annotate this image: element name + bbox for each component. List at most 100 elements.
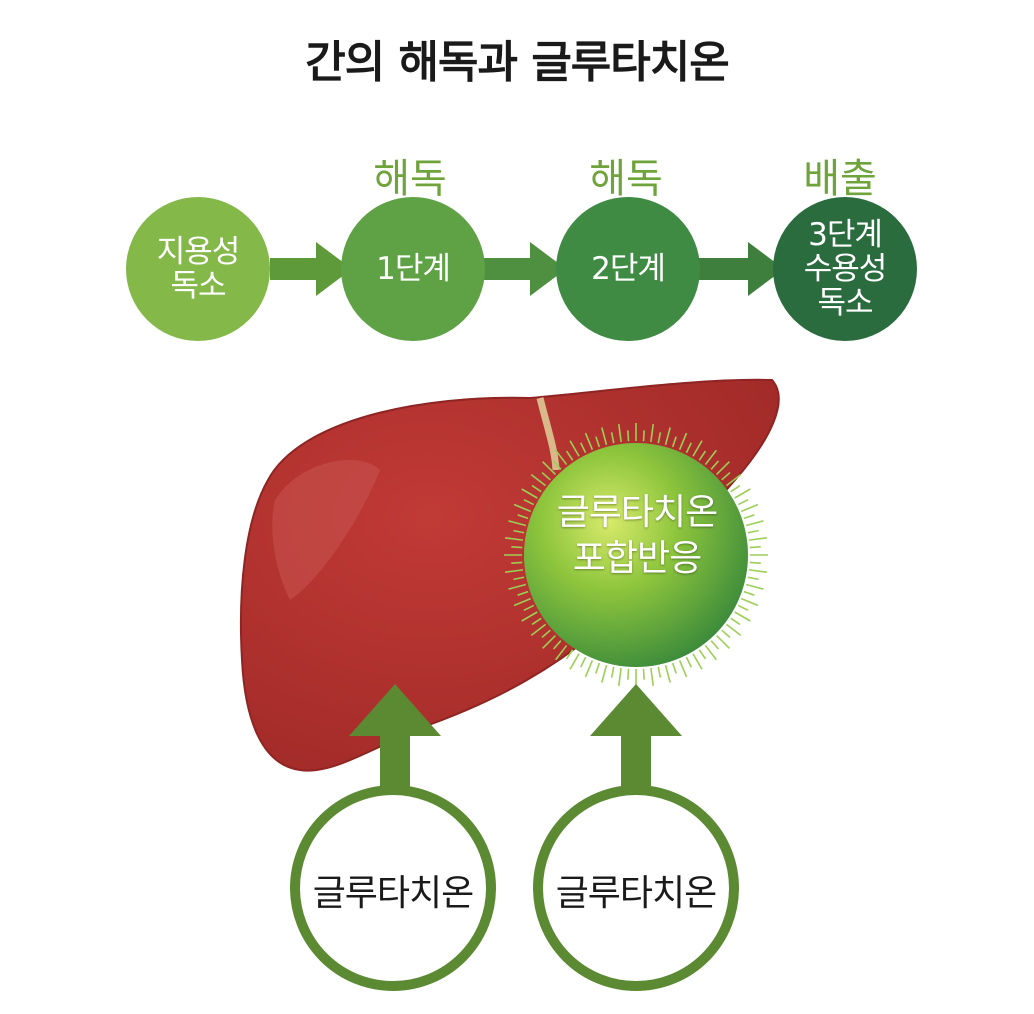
- ray-line: [721, 629, 731, 639]
- circle-text-line: 3단계: [808, 217, 883, 253]
- ray-line: [730, 484, 741, 493]
- ray-line: [542, 635, 556, 649]
- ray-line: [642, 430, 645, 442]
- ray-line: [730, 617, 741, 626]
- ray-line: [617, 424, 622, 443]
- ray-line: [725, 623, 742, 636]
- input-arrow-left: [349, 684, 441, 795]
- ray-line: [743, 514, 755, 520]
- ray-line: [513, 529, 525, 534]
- ray-line: [530, 474, 547, 487]
- ray-line: [513, 503, 531, 513]
- ray-line: [650, 667, 655, 686]
- ray-line: [531, 484, 542, 493]
- circle-fat-soluble-toxin: 지용성 독소: [126, 197, 270, 341]
- ray-line: [584, 660, 594, 678]
- ray-line: [747, 529, 759, 534]
- ray-line: [505, 536, 524, 541]
- ray-line: [741, 503, 759, 513]
- ray-line: [579, 656, 587, 668]
- ray-line: [531, 617, 542, 626]
- ray-line: [710, 640, 720, 650]
- ray-line: [555, 449, 568, 466]
- diagram-title: 간의 해독과 글루타치온: [305, 37, 729, 88]
- circle-stage2: 2단계: [556, 197, 700, 341]
- ray-line: [657, 666, 662, 678]
- ray-line: [671, 662, 677, 674]
- ray-line: [745, 520, 764, 527]
- ray-line: [552, 640, 562, 650]
- ray-line: [513, 597, 531, 607]
- ray-line: [521, 488, 538, 499]
- ray-line: [749, 561, 761, 564]
- ray-line: [664, 427, 671, 446]
- ray-line: [721, 471, 731, 481]
- ray-line: [685, 442, 693, 454]
- ray-line: [530, 623, 547, 636]
- flow-arrow-2: [484, 242, 566, 296]
- ray-line: [595, 662, 601, 674]
- reaction-sphere-rays: [504, 423, 768, 687]
- reaction-sphere: [524, 443, 748, 667]
- ray-line: [737, 604, 749, 612]
- glutathione-label-right: 글루타치온: [555, 873, 718, 914]
- ray-line: [671, 436, 677, 448]
- stage3-label: 배출: [803, 156, 877, 202]
- ray-line: [734, 488, 751, 499]
- ray-line: [749, 546, 761, 549]
- ray-line: [657, 432, 662, 444]
- ray-line: [747, 576, 759, 581]
- flow-arrow-1: [270, 242, 352, 296]
- flow-arrow-3: [698, 242, 784, 296]
- ray-line: [692, 440, 703, 457]
- ray-line: [734, 611, 751, 622]
- ray-line: [748, 536, 767, 541]
- ray-line: [601, 427, 608, 446]
- ray-line: [664, 664, 671, 683]
- ray-line: [565, 450, 574, 461]
- ray-line: [595, 436, 601, 448]
- ray-line: [627, 668, 630, 680]
- ray-line: [627, 430, 630, 442]
- ray-line: [505, 569, 524, 574]
- ray-line: [678, 432, 688, 450]
- ray-line: [704, 449, 717, 466]
- ray-line: [685, 656, 693, 668]
- ray-line: [523, 604, 535, 612]
- ray-line: [710, 460, 720, 470]
- ray-line: [521, 611, 538, 622]
- ray-line: [692, 653, 703, 670]
- ray-line: [716, 461, 730, 475]
- ray-line: [555, 644, 568, 661]
- ray-line: [704, 644, 717, 661]
- glutathione-label-left: 글루타치온: [312, 873, 475, 914]
- ray-line: [748, 569, 767, 574]
- glutathione-ring-left: [290, 785, 496, 991]
- ray-line: [517, 514, 529, 520]
- ray-line: [569, 440, 580, 457]
- ray-line: [542, 461, 556, 475]
- ray-line: [508, 520, 527, 527]
- circle-text-line: 1단계: [376, 251, 451, 287]
- ray-line: [650, 424, 655, 443]
- ray-line: [523, 498, 535, 506]
- stage1-label: 해독: [373, 156, 447, 202]
- ray-line: [517, 590, 529, 596]
- glutathione-ring-right: [533, 785, 739, 991]
- ray-line: [741, 597, 759, 607]
- ray-line: [698, 649, 707, 660]
- ray-line: [569, 653, 580, 670]
- ray-line: [743, 590, 755, 596]
- ray-line: [579, 442, 587, 454]
- ray-line: [508, 583, 527, 590]
- circle-stage1: 1단계: [341, 197, 485, 341]
- ray-line: [745, 583, 764, 590]
- circle-text-line: 수용성: [803, 251, 888, 287]
- ray-line: [725, 474, 742, 487]
- reaction-line-1: 글루타치온: [556, 492, 719, 533]
- ray-line: [513, 576, 525, 581]
- ray-line: [541, 629, 551, 639]
- ray-line: [610, 666, 615, 678]
- ray-line: [541, 471, 551, 481]
